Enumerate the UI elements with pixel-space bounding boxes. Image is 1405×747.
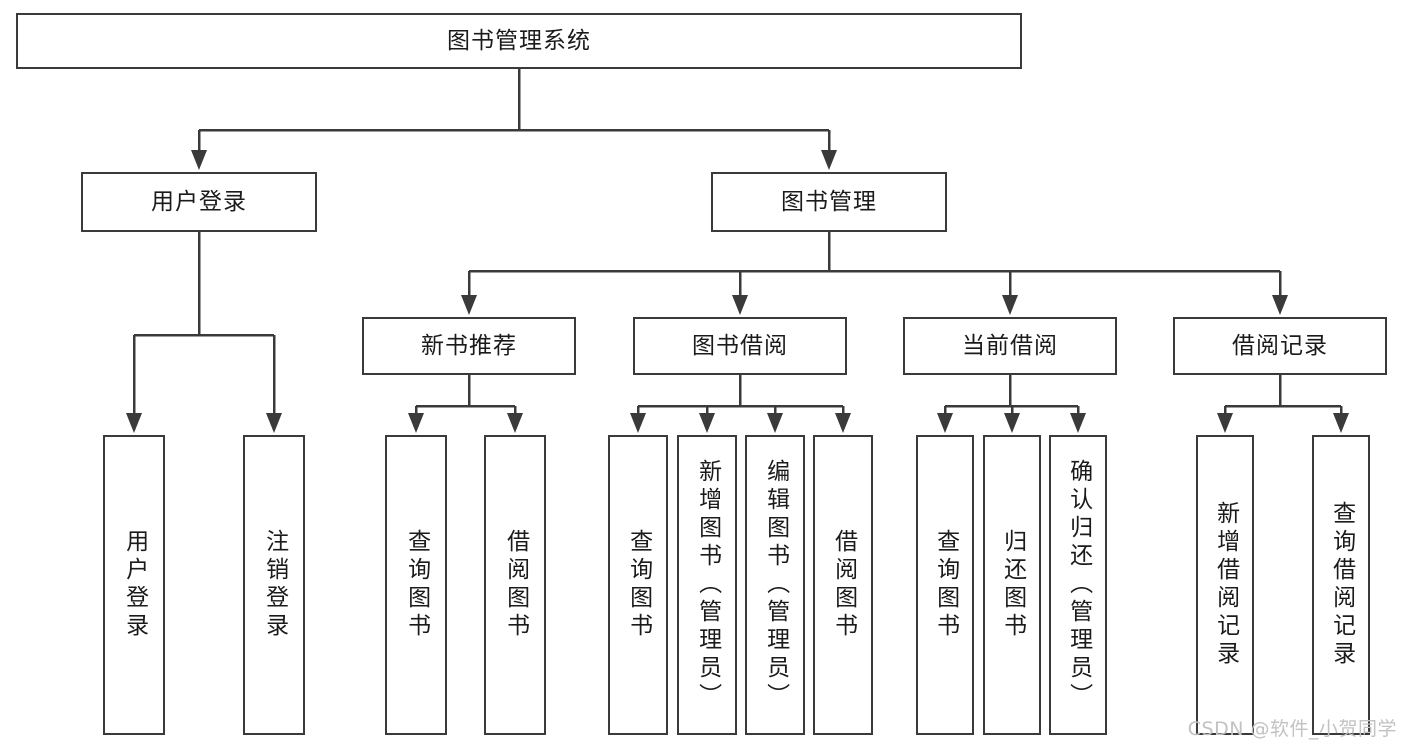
node-label: 用户登录 bbox=[121, 529, 148, 641]
leaf-node-编辑图书管理员[interactable]: 编辑图书（管理员） bbox=[745, 435, 805, 735]
watermark: CSDN @软件_小贺同学 bbox=[1187, 718, 1397, 740]
root-to-level2-arrowhead-1 bbox=[821, 150, 837, 170]
node-label: 确认归还（管理员） bbox=[1065, 459, 1092, 711]
branch-node-图书管理[interactable]: 图书管理 bbox=[711, 172, 947, 232]
user-login-to-leaves-arrowhead-0 bbox=[126, 413, 142, 433]
node-label: 借阅图书 bbox=[830, 529, 857, 641]
leaf-node-新增借阅记录[interactable]: 新增借阅记录 bbox=[1196, 435, 1254, 735]
branch-node-新书推荐[interactable]: 新书推荐 bbox=[362, 317, 576, 375]
node-label: 归还图书 bbox=[999, 529, 1026, 641]
node-label: 查询借阅记录 bbox=[1328, 501, 1355, 669]
node-label: 借阅图书 bbox=[502, 529, 529, 641]
leaf-node-查询图书[interactable]: 查询图书 bbox=[608, 435, 668, 735]
node-label: 图书管理系统 bbox=[447, 27, 591, 54]
leaf-node-用户登录[interactable]: 用户登录 bbox=[103, 435, 165, 735]
book-mgmt-to-level3-arrowhead-3 bbox=[1272, 295, 1288, 315]
leaf-node-查询图书[interactable]: 查询图书 bbox=[916, 435, 974, 735]
branch-node-借阅记录[interactable]: 借阅记录 bbox=[1173, 317, 1387, 375]
book-borrow-to-leaves-arrowhead-3 bbox=[835, 413, 851, 433]
node-label: 图书借阅 bbox=[692, 332, 788, 359]
node-label: 编辑图书（管理员） bbox=[762, 459, 789, 711]
node-label: 用户登录 bbox=[151, 188, 247, 215]
node-label: 查询图书 bbox=[932, 529, 959, 641]
book-mgmt-to-level3-arrowhead-2 bbox=[1002, 295, 1018, 315]
root-to-level2-arrowhead-0 bbox=[191, 150, 207, 170]
new-book-to-leaves-arrowhead-1 bbox=[507, 413, 523, 433]
book-borrow-to-leaves-arrowhead-2 bbox=[767, 413, 783, 433]
root-node-图书管理系统[interactable]: 图书管理系统 bbox=[16, 13, 1022, 69]
current-borrow-to-leaves-arrowhead-1 bbox=[1004, 413, 1020, 433]
node-label: 图书管理 bbox=[781, 188, 877, 215]
node-label: 当前借阅 bbox=[962, 332, 1058, 359]
new-book-to-leaves-arrowhead-0 bbox=[408, 413, 424, 433]
branch-node-用户登录[interactable]: 用户登录 bbox=[81, 172, 317, 232]
leaf-node-确认归还管理员[interactable]: 确认归还（管理员） bbox=[1049, 435, 1107, 735]
borrow-record-to-leaves-arrowhead-1 bbox=[1333, 413, 1349, 433]
node-label: 新书推荐 bbox=[421, 332, 517, 359]
book-borrow-to-leaves-arrowhead-0 bbox=[630, 413, 646, 433]
node-label: 新增借阅记录 bbox=[1212, 501, 1239, 669]
leaf-node-查询借阅记录[interactable]: 查询借阅记录 bbox=[1312, 435, 1370, 735]
node-label: 借阅记录 bbox=[1232, 332, 1328, 359]
leaf-node-注销登录[interactable]: 注销登录 bbox=[243, 435, 305, 735]
book-borrow-to-leaves-arrowhead-1 bbox=[699, 413, 715, 433]
current-borrow-to-leaves-arrowhead-0 bbox=[937, 413, 953, 433]
leaf-node-查询图书[interactable]: 查询图书 bbox=[385, 435, 447, 735]
node-label: 新增图书（管理员） bbox=[694, 459, 721, 711]
branch-node-图书借阅[interactable]: 图书借阅 bbox=[633, 317, 847, 375]
leaf-node-借阅图书[interactable]: 借阅图书 bbox=[813, 435, 873, 735]
node-label: 查询图书 bbox=[625, 529, 652, 641]
leaf-node-归还图书[interactable]: 归还图书 bbox=[983, 435, 1041, 735]
user-login-to-leaves-arrowhead-1 bbox=[266, 413, 282, 433]
current-borrow-to-leaves-arrowhead-2 bbox=[1070, 413, 1086, 433]
node-label: 注销登录 bbox=[261, 529, 288, 641]
book-mgmt-to-level3-arrowhead-1 bbox=[732, 295, 748, 315]
borrow-record-to-leaves-arrowhead-0 bbox=[1217, 413, 1233, 433]
book-mgmt-to-level3-arrowhead-0 bbox=[461, 295, 477, 315]
branch-node-当前借阅[interactable]: 当前借阅 bbox=[903, 317, 1117, 375]
leaf-node-新增图书管理员[interactable]: 新增图书（管理员） bbox=[677, 435, 737, 735]
node-label: 查询图书 bbox=[403, 529, 430, 641]
leaf-node-借阅图书[interactable]: 借阅图书 bbox=[484, 435, 546, 735]
